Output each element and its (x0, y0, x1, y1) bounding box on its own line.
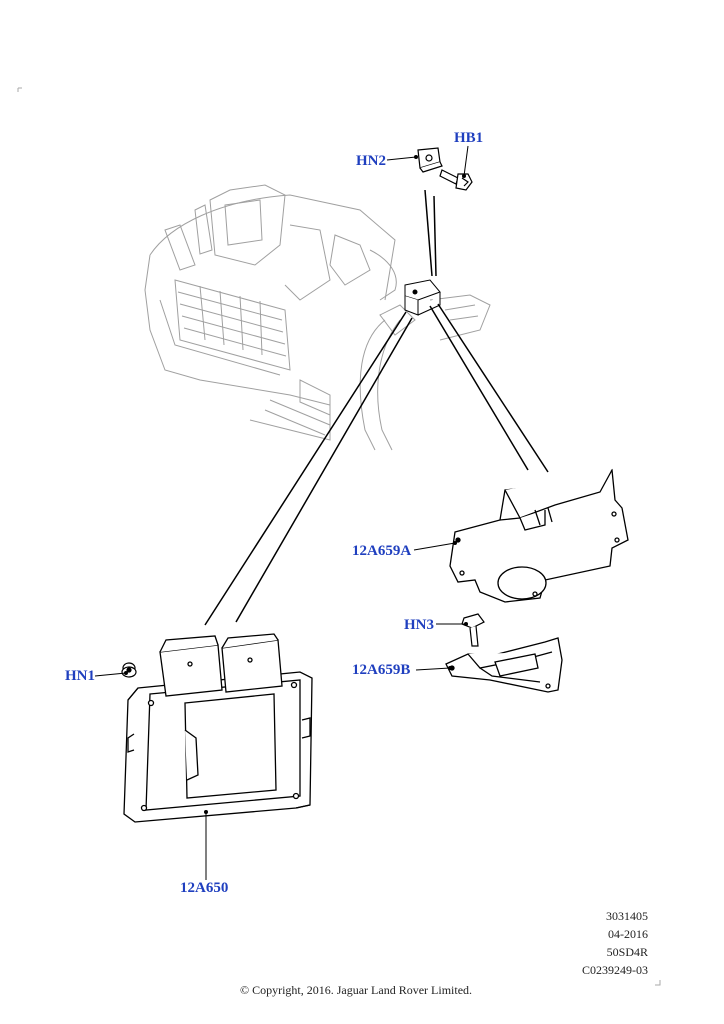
callout-hn1[interactable]: HN1 (65, 668, 95, 684)
illustration-number: 3031405 (606, 909, 648, 923)
callout-12a650[interactable]: 12A650 (180, 880, 229, 896)
bolt-hb1[interactable] (439, 169, 473, 191)
vehicle-front-ghost (144, 184, 491, 451)
callout-12a659a[interactable]: 12A659A (352, 543, 412, 559)
module-12a650[interactable] (123, 633, 313, 823)
bracket-12a659b[interactable] (445, 637, 563, 693)
nut-hn1[interactable] (121, 662, 137, 678)
callout-12a659b[interactable]: 12A659B (352, 662, 411, 678)
callout-leaders (94, 145, 469, 880)
nut-hn2[interactable] (417, 147, 443, 173)
fastener-hn3[interactable] (461, 613, 485, 647)
callout-hn3[interactable]: HN3 (404, 617, 434, 633)
callout-hn2[interactable]: HN2 (356, 153, 386, 169)
module-location-marker (404, 279, 441, 316)
corner-marks (17, 87, 661, 986)
illustration-date: 04-2016 (608, 927, 648, 941)
callout-dots (124, 155, 468, 814)
copyright-notice: © Copyright, 2016. Jaguar Land Rover Lim… (239, 983, 473, 997)
document-code: C0239249-03 (582, 963, 648, 977)
callout-hb1[interactable]: HB1 (454, 130, 484, 146)
leader-lines (204, 189, 549, 626)
bracket-12a659a[interactable] (449, 468, 629, 603)
model-code: 50SD4R (606, 945, 648, 959)
